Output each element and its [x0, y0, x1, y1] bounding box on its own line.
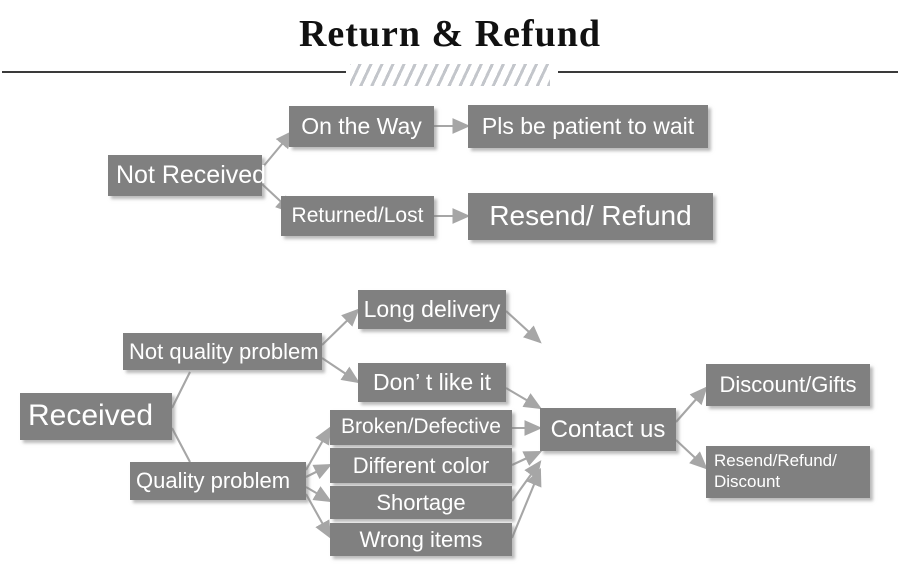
page-title: Return & Refund — [298, 13, 602, 55]
node-dont-like-it[interactable]: Don’ t like it — [358, 363, 506, 402]
node-not-received[interactable]: Not Received — [108, 155, 266, 196]
node-on-the-way[interactable]: On the Way — [289, 106, 434, 147]
node-discount-gifts[interactable]: Discount/Gifts — [706, 364, 870, 406]
node-long-delivery[interactable]: Long delivery — [358, 290, 506, 329]
header-divider — [0, 64, 900, 86]
node-received[interactable]: Received — [20, 393, 172, 440]
node-broken-defective[interactable]: Broken/Defective — [330, 410, 512, 445]
node-not-quality-problem[interactable]: Not quality problem — [123, 333, 322, 370]
divider-rule-left — [2, 71, 346, 73]
node-returned-lost[interactable]: Returned/Lost — [281, 196, 434, 236]
outcome-line-1: Resend/Refund/ — [714, 451, 837, 471]
node-quality-problem[interactable]: Quality problem — [130, 462, 306, 500]
node-resend-refund[interactable]: Resend/ Refund — [468, 193, 713, 240]
node-contact-us[interactable]: Contact us — [540, 408, 676, 451]
node-resend-refund-discount[interactable]: Resend/Refund/ Discount — [706, 446, 870, 498]
hatched-divider-icon — [350, 64, 550, 86]
node-different-color[interactable]: Different color — [330, 448, 512, 483]
divider-rule-right — [558, 71, 898, 73]
node-wrong-items[interactable]: Wrong items — [330, 523, 512, 556]
node-pls-be-patient-to-wait[interactable]: Pls be patient to wait — [468, 105, 708, 148]
outcome-line-2: Discount — [714, 472, 781, 491]
node-shortage[interactable]: Shortage — [330, 486, 512, 519]
